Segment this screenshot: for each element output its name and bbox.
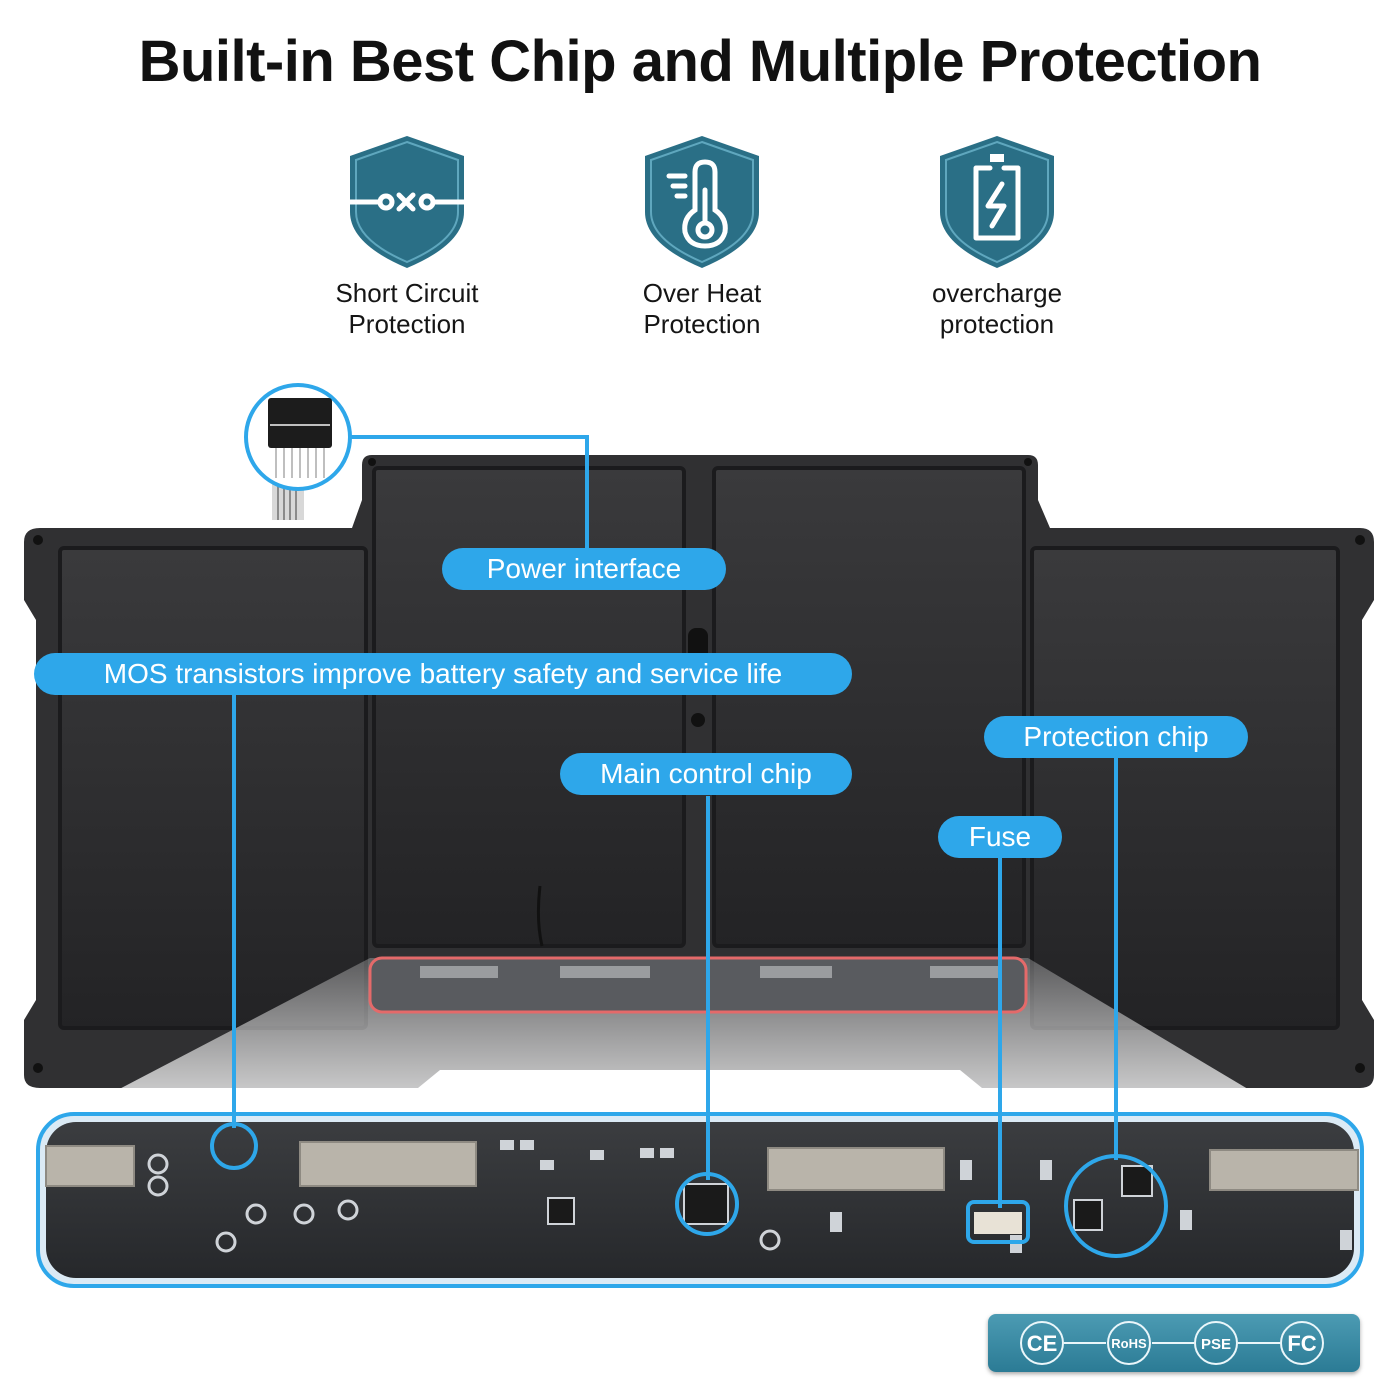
headline: Built-in Best Chip and Multiple Protecti…: [138, 29, 1262, 94]
rohs-mark: RoHS: [1111, 1336, 1147, 1351]
feature-label: overcharge protection: [931, 278, 1063, 339]
callout-fuse: Fuse: [938, 816, 1062, 858]
fc-mark: FC: [1287, 1331, 1316, 1356]
feature-label: Short Circuit Protection: [335, 278, 479, 339]
callout-mos-transistors: MOS transistors improve battery safety a…: [34, 653, 852, 695]
battery-cell: [1030, 546, 1340, 1030]
pcb-highlight: [368, 956, 1028, 1014]
callout-main-control-chip: Main control chip: [560, 753, 852, 795]
callout-protection-chip: Protection chip: [984, 716, 1248, 758]
feature-over-heat: Over Heat Protection: [602, 132, 802, 340]
thermometer-icon: [602, 132, 802, 272]
battery-cell: [712, 466, 1026, 948]
feature-short-circuit: Short Circuit Protection: [307, 132, 507, 340]
battery-charge-icon: [897, 132, 1097, 272]
certification-strip: CE RoHS PSE FC: [988, 1314, 1360, 1372]
feature-label: Over Heat Protection: [642, 278, 762, 339]
feature-overcharge: overcharge protection: [897, 132, 1097, 340]
callout-power-interface: Power interface: [442, 548, 726, 590]
pse-mark: PSE: [1201, 1336, 1231, 1353]
ce-mark: CE: [1027, 1331, 1058, 1356]
power-connector: [268, 398, 332, 448]
battery-cell: [372, 466, 686, 948]
short-circuit-icon: [307, 132, 507, 272]
battery-cell: [58, 546, 368, 1030]
